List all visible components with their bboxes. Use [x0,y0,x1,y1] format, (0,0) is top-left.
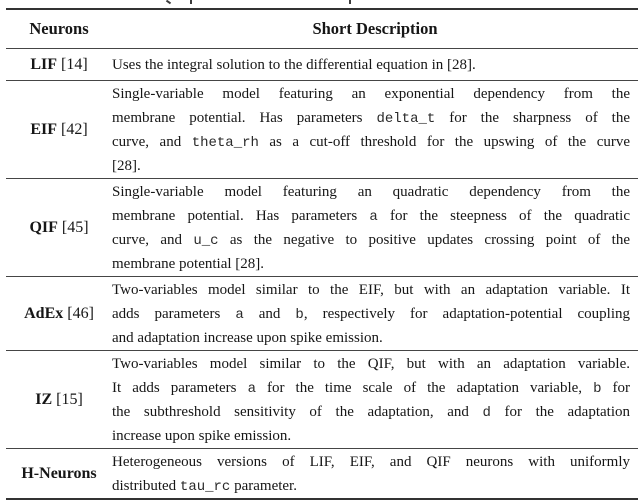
parameter-code: theta_rh [191,134,259,151]
table-row: H-Neurons Heterogeneous versions of LIF, … [6,449,638,498]
neuron-name: H-Neurons [21,464,97,482]
neuron-models-table: Neurons Short Description LIF[14]Uses th… [6,8,638,500]
description-line: increase upon spike emission. [112,427,292,444]
table-row: IZ[15]Two-variables model similar to the… [6,351,638,449]
caption-descender-mark [165,0,172,5]
description-cell: Single-variable model featuring an expon… [112,81,638,178]
description-line: Single-variable model featuring an quadr… [112,183,630,200]
description-line: distributed tau_rc parameter. [112,477,297,495]
neuron-name: LIF [30,55,57,73]
description-line: It adds parameters a for the time scale … [112,379,630,397]
description-line: membrane potential [28]. [112,255,265,272]
column-header-short-description: Short Description [312,19,438,38]
table-row: QIF[45]Single-variable model featuring a… [6,179,638,277]
description-cell: Uses the integral solution to the differ… [112,49,638,80]
neuron-name: AdEx [24,304,64,322]
description-line: curve, and u_c as the negative to positi… [112,231,630,249]
parameter-code: a [235,306,244,323]
parameter-code: delta_t [376,110,436,127]
description-line: Two-variables model similar to the QIF, … [112,355,630,372]
caption-descender-mark [349,0,351,4]
column-header-neurons: Neurons [29,19,89,38]
parameter-code: a [369,208,378,225]
neuron-name-cell: IZ[15] [6,351,112,448]
table-row: LIF[14]Uses the integral solution to the… [6,49,638,81]
citation-ref: [45] [61,218,89,236]
description-line: curve, and theta_rh as a cut-off thresho… [112,133,630,151]
description-cell: Two-variables model similar to the EIF, … [112,277,638,350]
description-line: membrane potential. Has parameters delta… [112,109,630,127]
neuron-name: QIF [29,218,58,236]
description-line: Heterogeneous versions of LIF, EIF, and … [112,453,630,470]
parameter-code: u_c [193,232,219,249]
description-line: Two-variables model similar to the EIF, … [112,281,630,298]
neuron-name-cell: QIF[45] [6,179,112,276]
parameter-code: tau_rc [179,478,231,495]
table-row: AdEx[46]Two-variables model similar to t… [6,277,638,351]
neuron-name-cell: AdEx[46] [6,277,112,350]
description-cell: Heterogeneous versions of LIF, EIF, and … [112,449,638,498]
citation-ref: [15] [56,390,83,408]
description-line: membrane potential. Has parameters a for… [112,207,630,225]
description-line: and adaptation increase upon spike emiss… [112,329,383,346]
neuron-name: EIF [30,120,57,138]
parameter-code: d [482,404,491,421]
description-line: Uses the integral solution to the differ… [112,56,476,73]
description-line: [28]. [112,157,141,174]
citation-ref: [14] [61,55,88,73]
description-cell: Two-variables model similar to the QIF, … [112,351,638,448]
citation-ref: [42] [61,120,88,138]
description-line: adds parameters a and b, respectively fo… [112,305,630,323]
parameter-code: b [295,306,304,323]
parameter-code: a [247,380,256,397]
table-header-row: Neurons Short Description [6,10,638,49]
neuron-name-cell: EIF[42] [6,81,112,178]
citation-ref: [46] [67,304,94,322]
description-cell: Single-variable model featuring an quadr… [112,179,638,276]
neuron-name-cell: LIF[14] [6,49,112,80]
table-row: EIF[42]Single-variable model featuring a… [6,81,638,179]
description-line: Single-variable model featuring an expon… [112,85,630,102]
table-body: LIF[14]Uses the integral solution to the… [6,49,638,498]
parameter-code: b [593,380,602,397]
caption-descender-mark [190,0,192,4]
description-line: the subthreshold sensitivity of the adap… [112,403,630,421]
cropped-caption-remnant [0,0,640,5]
neuron-name-cell: H-Neurons [6,449,112,498]
neuron-name: IZ [35,390,53,408]
